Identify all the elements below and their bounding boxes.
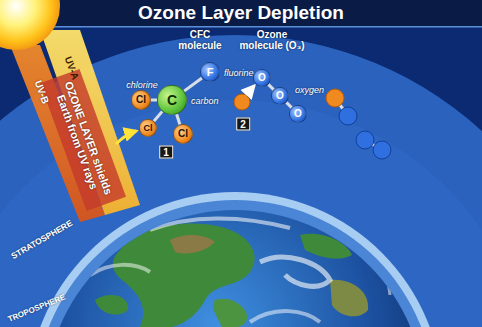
atom-circle: Ooxygen xyxy=(271,87,289,105)
diagram-title: Ozone Layer Depletion xyxy=(138,3,344,24)
molecule-label: Ozone molecule (O₃) xyxy=(236,29,308,51)
atom-name: fluorine xyxy=(224,69,254,78)
molecule-label: CFC molecule xyxy=(173,29,227,51)
atom-symbol: O xyxy=(258,73,266,83)
atom-symbol: O xyxy=(276,91,284,101)
atom-circle: O xyxy=(289,105,307,123)
atom-circle: Ffluorine xyxy=(200,62,220,82)
atom-name: carbon xyxy=(191,97,219,106)
atom-circle: Cl xyxy=(173,124,193,144)
atom-name: oxygen xyxy=(295,86,324,95)
layer-label: STRATOSPHERE xyxy=(10,219,75,262)
atom-symbol: Cl xyxy=(144,124,153,133)
atom-symbol: Cl xyxy=(178,129,188,139)
atom-symbol: Cl xyxy=(136,95,146,105)
uv-label: UV-A xyxy=(63,55,82,81)
chemical-bond xyxy=(154,111,162,121)
chemical-bond xyxy=(184,78,202,91)
atom-symbol: C xyxy=(167,93,177,107)
atom-circle: Clchlorine xyxy=(131,90,151,110)
atom-circle: Ccarbon xyxy=(157,85,187,115)
callout-number: 1 xyxy=(159,146,173,159)
atom-symbol: O xyxy=(294,109,302,119)
atom-circle: O xyxy=(253,69,271,87)
callout-number: 2 xyxy=(236,118,250,131)
atom-symbol: F xyxy=(207,67,214,78)
atom-circle: Cl xyxy=(139,119,157,137)
chemical-bond xyxy=(177,114,180,124)
layer-label: TROPOSPHERE xyxy=(7,293,67,324)
atom-name: chlorine xyxy=(126,81,158,90)
ozone-layer-label: OZONE LAYER shields Earth from UV rays xyxy=(51,79,115,202)
uv-label: UV-B xyxy=(33,79,52,105)
